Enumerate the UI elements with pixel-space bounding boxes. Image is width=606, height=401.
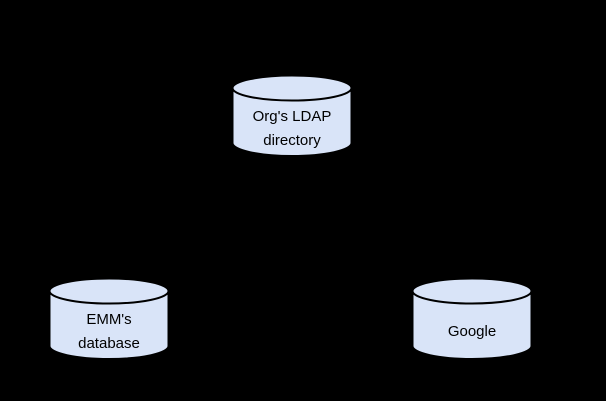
node-google: Google [411, 277, 533, 361]
node-emms-database: EMM's database [48, 277, 170, 361]
database-cylinder-icon [231, 74, 353, 157]
database-cylinder-icon [411, 277, 533, 360]
node-orgs-ldap-directory: Org's LDAP directory [231, 74, 353, 158]
database-cylinder-icon [48, 277, 170, 360]
